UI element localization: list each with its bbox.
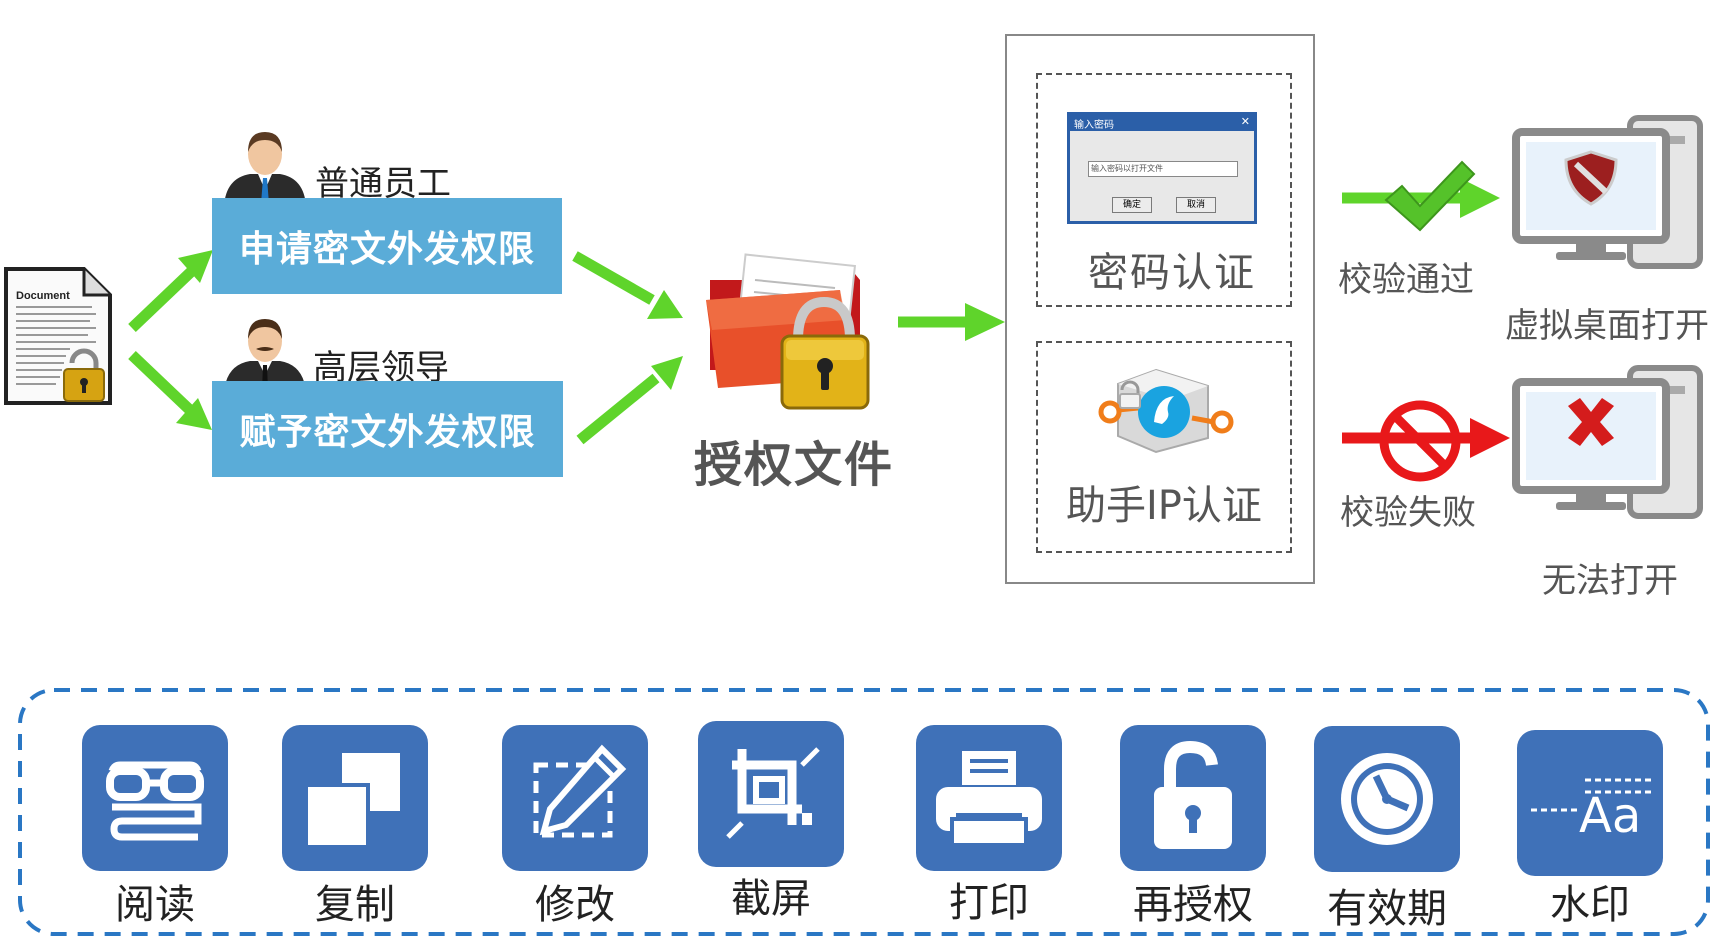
feature-tile-watermark: Aa xyxy=(1517,730,1663,876)
svg-text:Aa: Aa xyxy=(1579,788,1641,844)
ok-button[interactable]: 确定 xyxy=(1112,197,1152,213)
password-dialog-titlebar: 输入密码 ✕ xyxy=(1070,115,1254,131)
features-dashed-border xyxy=(18,688,1710,936)
crop-screenshot-icon xyxy=(726,747,820,839)
feature-tile-screenshot xyxy=(698,721,844,867)
glasses-book-icon xyxy=(106,761,204,841)
password-placeholder: 输入密码以打开文件 xyxy=(1091,164,1163,173)
copy-icon xyxy=(304,753,400,849)
authorized-file-label: 授权文件 xyxy=(694,437,895,493)
employee-avatar-icon xyxy=(220,128,310,206)
password-input[interactable]: 输入密码以打开文件 xyxy=(1088,161,1238,177)
arrow-folder-to-verify xyxy=(898,303,1005,341)
cancel-button[interactable]: 取消 xyxy=(1176,197,1216,213)
feature-tile-print xyxy=(916,725,1062,871)
apply-permission-box: 申请密文外发权限 xyxy=(212,198,562,294)
virtual-desktop-label: 虚拟桌面打开 xyxy=(1505,306,1709,346)
feature-tile-edit xyxy=(502,725,648,871)
feature-label-edit: 修改 xyxy=(535,882,615,928)
password-dialog: 输入密码 ✕ 输入密码以打开文件 确定 取消 xyxy=(1067,112,1257,224)
feature-label-screenshot: 截屏 xyxy=(731,876,811,922)
feature-label-print: 打印 xyxy=(949,880,1029,926)
document-label: Document xyxy=(16,290,70,302)
pass-label: 校验通过 xyxy=(1338,260,1474,300)
cannot-open-label: 无法打开 xyxy=(1542,561,1678,601)
locked-folder-icon xyxy=(700,250,880,415)
arrow-apply-to-folder xyxy=(572,251,683,319)
employee-label: 普通员工 xyxy=(315,164,451,204)
fail-label: 校验失败 xyxy=(1340,493,1476,533)
unlock-icon xyxy=(1154,740,1232,849)
document-icon: Document xyxy=(0,265,115,410)
edit-pencil-icon xyxy=(533,744,627,838)
ip-auth-label: 助手IP认证 xyxy=(1066,483,1262,529)
feature-tile-reauthorize xyxy=(1120,725,1266,871)
check-icon xyxy=(1378,156,1478,236)
forbidden-icon xyxy=(1375,396,1465,486)
password-dialog-title: 输入密码 xyxy=(1074,120,1114,131)
arrow-doc-to-grant xyxy=(128,351,212,430)
password-auth-frame xyxy=(1036,73,1292,307)
feature-label-copy: 复制 xyxy=(315,882,395,928)
feature-tile-read xyxy=(82,725,228,871)
feature-label-read: 阅读 xyxy=(115,882,195,928)
arrow-grant-to-folder xyxy=(576,356,683,445)
feature-tile-copy xyxy=(282,725,428,871)
clock-icon xyxy=(1341,753,1433,845)
arrow-doc-to-apply xyxy=(128,250,213,332)
shield-monitor-icon xyxy=(1510,112,1710,272)
feature-tile-validity xyxy=(1314,726,1460,872)
ip-auth-frame xyxy=(1036,341,1292,553)
error-monitor-icon xyxy=(1510,362,1710,522)
arrow-fail xyxy=(1342,418,1510,458)
feature-label-validity: 有效期 xyxy=(1327,886,1447,932)
grant-permission-label: 赋予密文外发权限 xyxy=(239,412,536,453)
feature-label-watermark: 水印 xyxy=(1550,882,1630,928)
ip-assistant-icon xyxy=(1096,360,1236,455)
apply-permission-label: 申请密文外发权限 xyxy=(238,229,535,270)
printer-icon xyxy=(936,751,1042,847)
grant-permission-box: 赋予密文外发权限 xyxy=(212,381,563,477)
password-auth-label: 密码认证 xyxy=(1088,250,1256,296)
watermark-text-icon: Aa xyxy=(1531,778,1651,844)
feature-label-reauthorize: 再授权 xyxy=(1133,882,1253,928)
close-icon[interactable]: ✕ xyxy=(1240,115,1250,128)
